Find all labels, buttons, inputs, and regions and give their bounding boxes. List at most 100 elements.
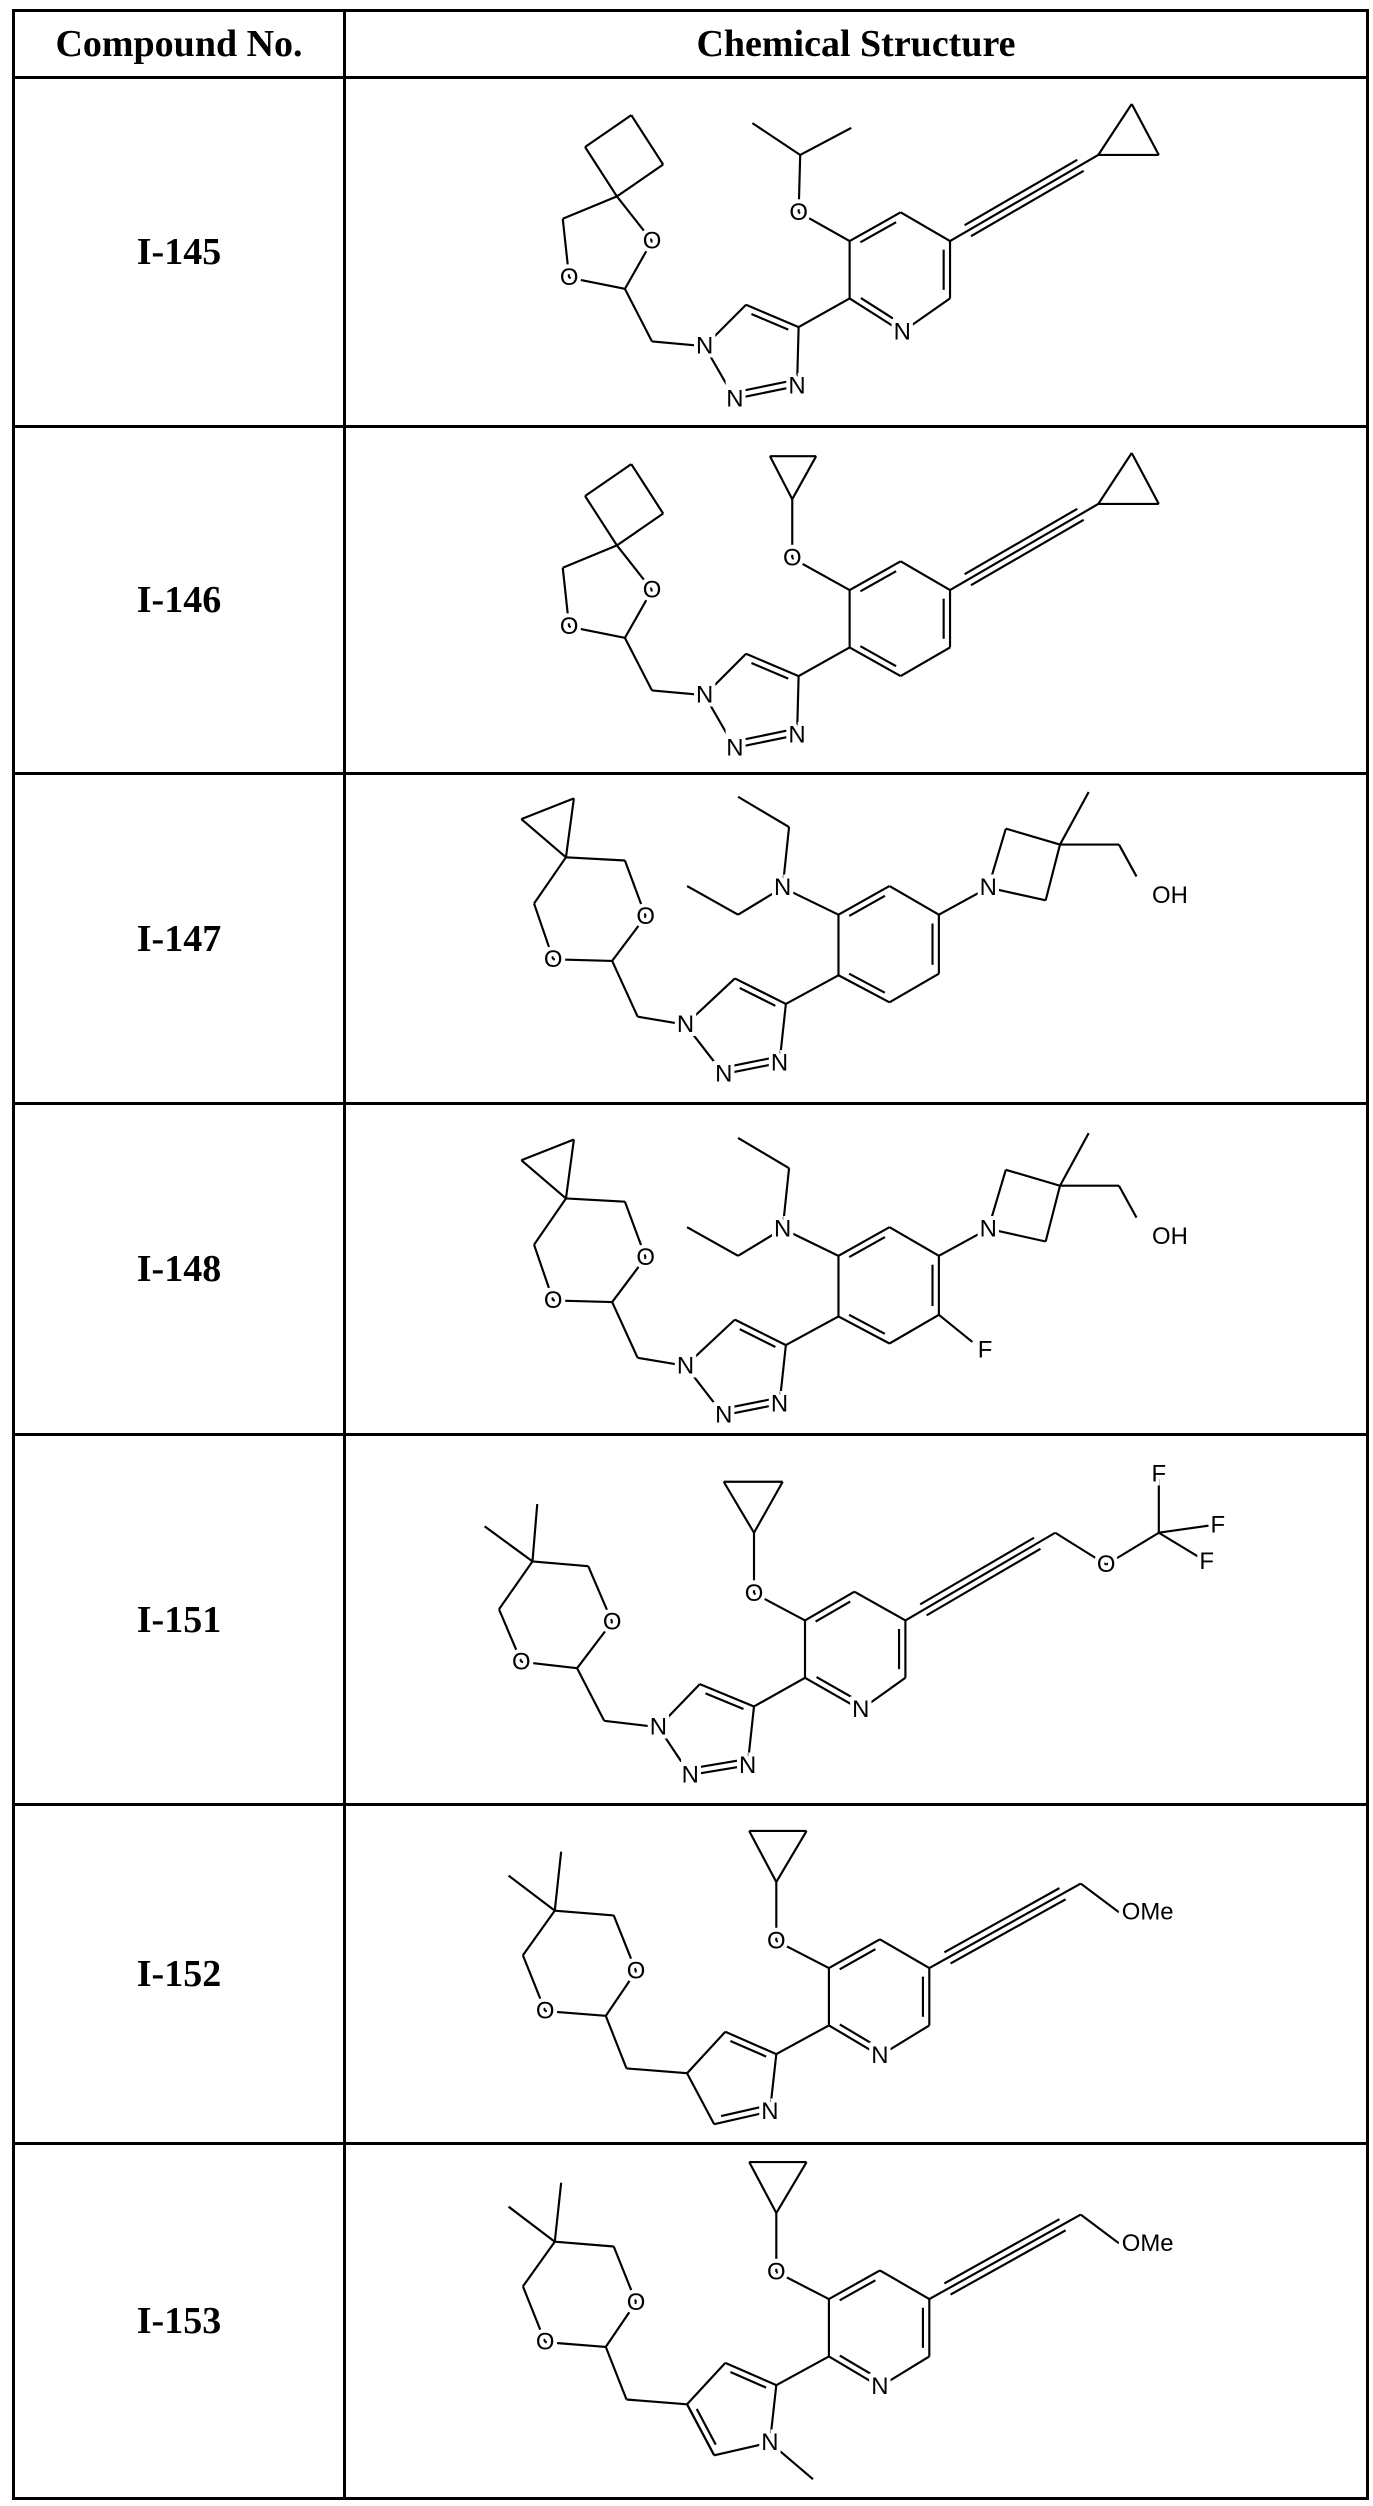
atom-label: N (761, 2429, 778, 2456)
atom-label: N (771, 1049, 788, 1076)
atom-label: O (627, 1957, 646, 1984)
atom-label: O (783, 544, 802, 571)
bond (929, 1883, 1080, 1967)
atom-label: O (636, 902, 655, 929)
bond (631, 464, 663, 513)
compound-row: I-146OONNNO (14, 427, 1368, 774)
bond (1132, 103, 1159, 154)
bond (971, 519, 1084, 584)
bond (1119, 844, 1137, 876)
atom-label: O (544, 945, 563, 972)
atom-label: O (767, 1927, 786, 1954)
bond (606, 2346, 627, 2399)
bond (1060, 1133, 1089, 1186)
atom-label: N (894, 318, 911, 345)
header-chemical-structure: Chemical Structure (345, 11, 1368, 78)
atom-label: O (767, 2258, 786, 2285)
compound-number: I-151 (14, 1435, 345, 1805)
compound-row: I-153OONNOOMe (14, 2144, 1368, 2499)
atom-label: N (761, 2097, 778, 2124)
bond (1081, 1883, 1119, 1912)
bond (687, 2031, 725, 2072)
bond (730, 2040, 766, 2056)
bond (534, 1198, 566, 1244)
bond (617, 164, 663, 196)
bond (509, 1875, 555, 1910)
bond (920, 1537, 1034, 1604)
bond (854, 1591, 905, 1620)
compound-row: I-151OONNNNOOFFF (14, 1435, 1368, 1805)
chemical-structure-cell: OONNNO (345, 427, 1368, 774)
bond (606, 2015, 627, 2068)
bond (585, 147, 617, 196)
chemical-structure-drawing: OONNOOMe (346, 1808, 1366, 2141)
atom-label: N (715, 1060, 732, 1087)
chemical-structure-drawing: OONNNO (346, 430, 1366, 771)
bond (499, 1561, 532, 1609)
atom-label: OH (1152, 882, 1188, 909)
atom-label: O (643, 227, 662, 254)
bond (521, 1139, 574, 1160)
bond (944, 1888, 1059, 1952)
bond (612, 1302, 638, 1358)
bond (738, 796, 789, 826)
bond (850, 561, 901, 590)
bond (880, 2270, 929, 2299)
atom-label: O (627, 2288, 646, 2315)
bond (687, 1227, 738, 1256)
bond (1046, 1185, 1060, 1241)
bond (776, 2356, 829, 2385)
compound-number: I-146 (14, 427, 345, 774)
bond (754, 1677, 805, 1706)
bond (1006, 1169, 1060, 1185)
bond (585, 464, 631, 496)
bond (799, 298, 850, 327)
compound-number: I-145 (14, 78, 345, 427)
bond (749, 2162, 776, 2213)
bond (749, 1830, 776, 1881)
bond (1046, 844, 1060, 900)
bond (901, 647, 950, 676)
atom-label: O (789, 198, 808, 225)
bond (829, 2270, 880, 2299)
bond (1159, 1524, 1215, 1532)
atom-label: OMe (1122, 2229, 1174, 2256)
bond (698, 1760, 738, 1767)
bond (687, 886, 738, 915)
bond (566, 1139, 574, 1198)
bond (738, 1137, 789, 1167)
bond (724, 1481, 754, 1532)
bond (706, 1693, 744, 1709)
atom-label: N (682, 1761, 699, 1788)
bond (1060, 791, 1089, 844)
bond (901, 561, 950, 590)
bond (776, 1830, 806, 1881)
bond (965, 159, 1078, 224)
bond (838, 1316, 889, 1343)
chemical-structure-cell: OONNNNNOHF (345, 1104, 1368, 1435)
atom-label: N (771, 1390, 788, 1417)
atom-label: O (603, 1608, 622, 1635)
atom-label: N (788, 721, 805, 748)
chemical-structure-cell: OONNNNNOH (345, 774, 1368, 1104)
atom-label: N (871, 2373, 888, 2400)
atom-label: F (978, 1336, 993, 1363)
compound-number: I-147 (14, 774, 345, 1104)
atom-label: N (696, 681, 713, 708)
bond (1132, 452, 1159, 503)
bond (1006, 828, 1060, 844)
bond (951, 2230, 1066, 2294)
atom-label: O (1097, 1551, 1116, 1578)
atom-label: O (512, 1648, 531, 1675)
bond (754, 1481, 783, 1532)
atom-label: N (726, 734, 743, 761)
atom-label: N (715, 1401, 732, 1428)
bond (792, 456, 816, 499)
atom-label: F (1210, 1511, 1225, 1538)
bond (627, 2068, 688, 2073)
bond (951, 1899, 1066, 1963)
atom-label: O (536, 2328, 555, 2355)
bond (730, 2372, 766, 2388)
bond (770, 456, 792, 499)
bond (850, 647, 901, 676)
